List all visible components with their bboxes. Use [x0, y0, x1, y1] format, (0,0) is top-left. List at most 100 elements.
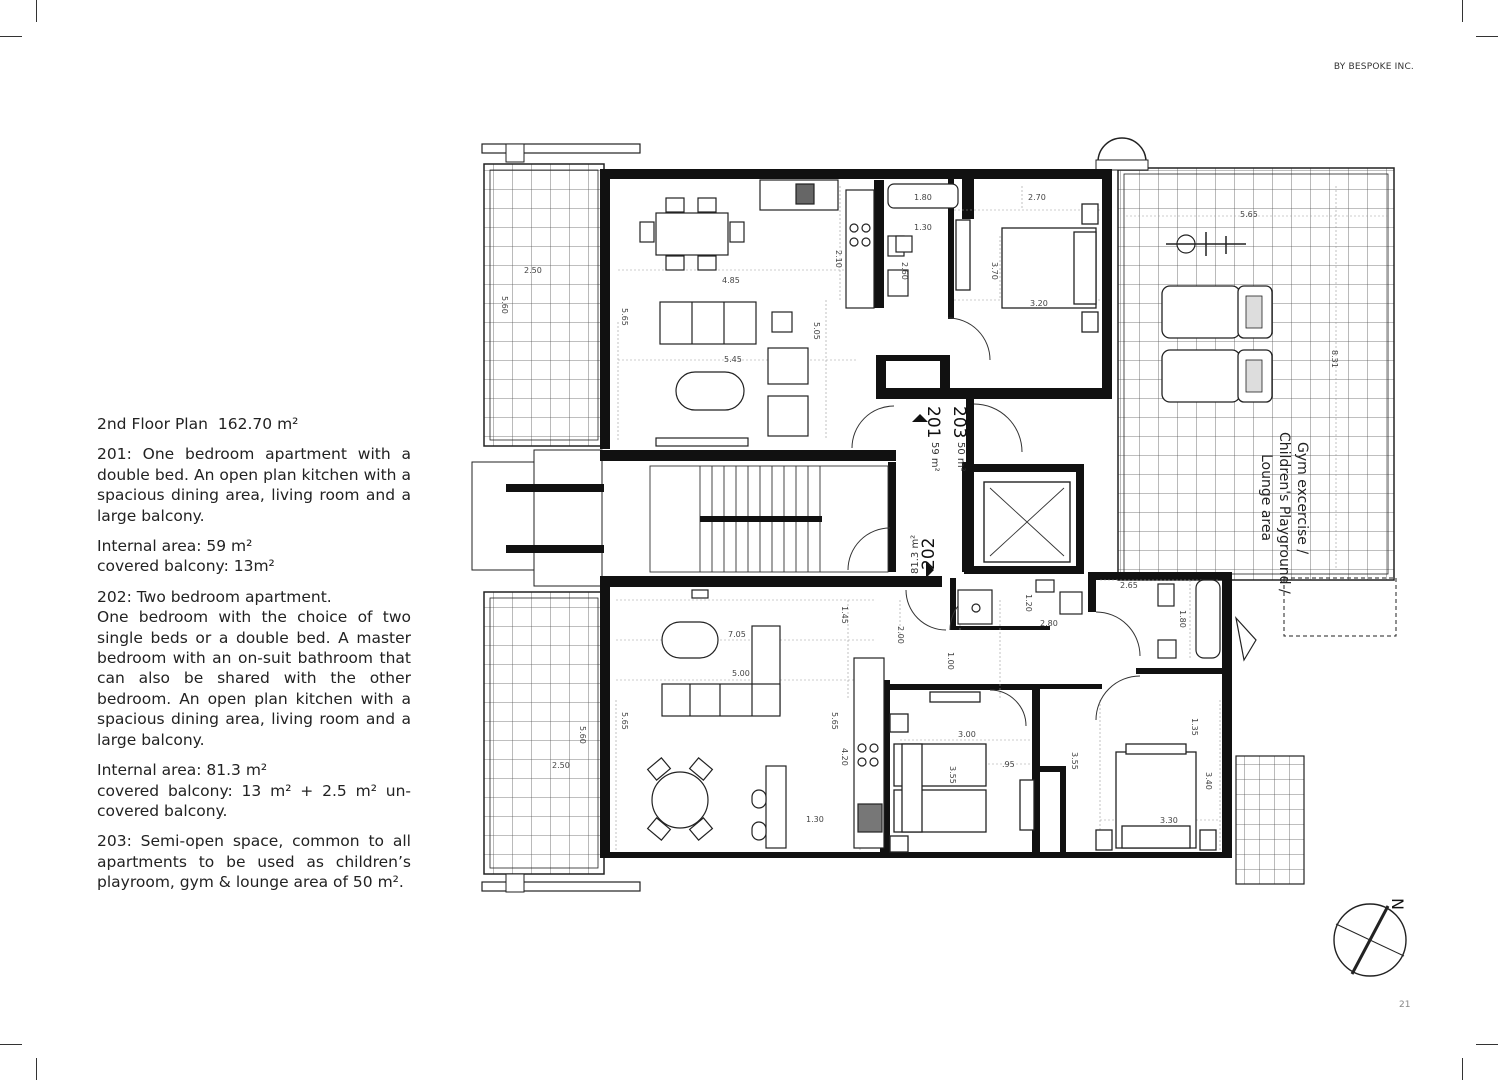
- dim: 2.00: [896, 626, 905, 644]
- bed-201: [955, 203, 1099, 333]
- dim: 2.50: [552, 761, 570, 770]
- living-202: [646, 589, 787, 849]
- dim: 8.31: [1330, 350, 1339, 368]
- unit-label-201: 201 59 m²: [923, 406, 943, 472]
- dim: 2.50: [524, 266, 542, 275]
- dim: 3.55: [1070, 752, 1079, 770]
- apt202-internal-area: Internal area: 81.3 m²: [97, 761, 268, 780]
- compass-icon: N: [1333, 898, 1407, 977]
- crop-mark: [1476, 1044, 1498, 1045]
- apt202-heading: 202: Two bedroom apartment.: [97, 587, 332, 606]
- crop-mark: [36, 0, 37, 22]
- sofa-201: [659, 301, 809, 437]
- page-number: 21: [1399, 1000, 1411, 1010]
- dim: 3.70: [990, 262, 999, 280]
- staircase: [649, 465, 889, 573]
- dim: 2.70: [1028, 193, 1046, 202]
- dim: 5.65: [620, 712, 629, 730]
- dim: 7.05: [728, 630, 746, 639]
- exercise-bike-icon: [1166, 232, 1246, 256]
- apt201-balcony-area: covered balcony: 13m²: [97, 557, 275, 576]
- dim: 5.00: [732, 669, 750, 678]
- crop-mark: [1462, 1058, 1463, 1080]
- dim: 4.85: [722, 276, 740, 285]
- dim: 4.20: [840, 748, 849, 766]
- gym-label-line-3: Lounge area: [1258, 454, 1274, 541]
- dim: 1.30: [806, 815, 824, 824]
- dim: 5.65: [830, 712, 839, 730]
- dim: 1.00: [946, 652, 955, 670]
- unit-202-number: 202: [919, 538, 939, 570]
- kitchen-202: [853, 657, 885, 849]
- floor-total-area: 162.70 m²: [217, 415, 299, 433]
- dim: 1.80: [914, 193, 932, 202]
- treadmill-icon: [1161, 349, 1273, 403]
- crop-mark: [0, 1044, 22, 1045]
- apt202-text: One bedroom with the choice of two singl…: [97, 608, 411, 749]
- apt202-areas: Internal area: 81.3 m² covered balcony: …: [97, 760, 411, 821]
- dim: 5.45: [724, 355, 742, 364]
- crop-mark: [1476, 36, 1498, 37]
- floor-title-text: 2nd Floor Plan: [97, 415, 208, 433]
- dim: 3.00: [958, 730, 976, 739]
- gym-label-line-1: Gym excercise /: [1294, 442, 1310, 554]
- treadmill-icon: [1161, 285, 1273, 339]
- unit-201-number: 201: [923, 406, 943, 438]
- dim: 2.80: [1040, 619, 1058, 628]
- apt201-areas: Internal area: 59 m² covered balcony: 13…: [97, 536, 411, 577]
- dim: 5.60: [578, 726, 587, 744]
- arrow-icon: [926, 562, 934, 578]
- gym-label-line-2: Children's Playground /: [1276, 432, 1292, 594]
- compass-north: N: [1388, 898, 1407, 910]
- dim: 5.60: [500, 296, 509, 314]
- kitchen-201: [655, 179, 875, 447]
- dim: 3.20: [1030, 299, 1048, 308]
- dim: 1.35: [1190, 718, 1199, 736]
- dim: 3.30: [1160, 816, 1178, 825]
- apt203-description: 203: Semi-open space, common to all apar…: [97, 832, 411, 892]
- crop-mark: [0, 36, 22, 37]
- crop-mark: [1462, 0, 1463, 22]
- balcony-201: [481, 143, 641, 447]
- dim: 3.40: [1204, 772, 1213, 790]
- unit-label-203: 203 50 m²: [949, 406, 969, 472]
- unit-203-area: 50 m²: [955, 442, 966, 472]
- balcony-202: [481, 591, 641, 893]
- arrow-icon: [912, 414, 928, 422]
- dim: 1.30: [914, 223, 932, 232]
- dining-table-201: [639, 197, 745, 271]
- dim: 1.45: [840, 606, 849, 624]
- gym-terrace: [1117, 167, 1397, 637]
- exterior-walls: [600, 169, 1232, 858]
- bed-202a: [889, 691, 1035, 853]
- unit-203-number: 203: [949, 406, 969, 438]
- dim: 5.65: [620, 308, 629, 326]
- unit-202-area: 81.3 m²: [910, 535, 921, 574]
- brand-label: BY BESPOKE INC.: [1333, 62, 1414, 72]
- apt201-description: 201: One bedroom apartment with a double…: [97, 445, 411, 525]
- dim: 5.05: [812, 322, 821, 340]
- balcony-202-small: [1235, 755, 1305, 885]
- dim: 3.55: [948, 766, 957, 784]
- bathroom-202: [957, 579, 1257, 662]
- dim: 2.60: [900, 262, 909, 280]
- dim: 1.80: [1178, 610, 1187, 628]
- bathroom-201: [887, 183, 959, 297]
- elevator: [983, 481, 1071, 563]
- dim: 5.65: [1240, 210, 1258, 219]
- apt201-internal-area: Internal area: 59 m²: [97, 537, 253, 556]
- bed-202b: [1095, 743, 1217, 851]
- dim: 2.65: [1120, 581, 1138, 590]
- dimension-labels: 1.80 2.70 5.65 1.30 2.50 2.10 2.60 3.70 …: [500, 193, 1339, 825]
- apt202-balcony-area: covered balcony: 13 m² + 2.5 m² un-cover…: [97, 781, 411, 820]
- description-panel: 2nd Floor Plan 162.70 m² 201: One bedroom…: [97, 414, 411, 903]
- unit-label-202: 202 81.3 m²: [910, 535, 939, 574]
- apt202-description: 202: Two bedroom apartment. One bedroom …: [97, 587, 411, 750]
- unit-201-area: 59 m²: [929, 442, 940, 472]
- crop-mark: [36, 1058, 37, 1080]
- floor-title: 2nd Floor Plan 162.70 m²: [97, 414, 411, 434]
- dim: .95: [1002, 760, 1015, 769]
- dim: 2.10: [834, 250, 843, 268]
- gym-label: Gym excercise / Children's Playground / …: [1258, 432, 1310, 594]
